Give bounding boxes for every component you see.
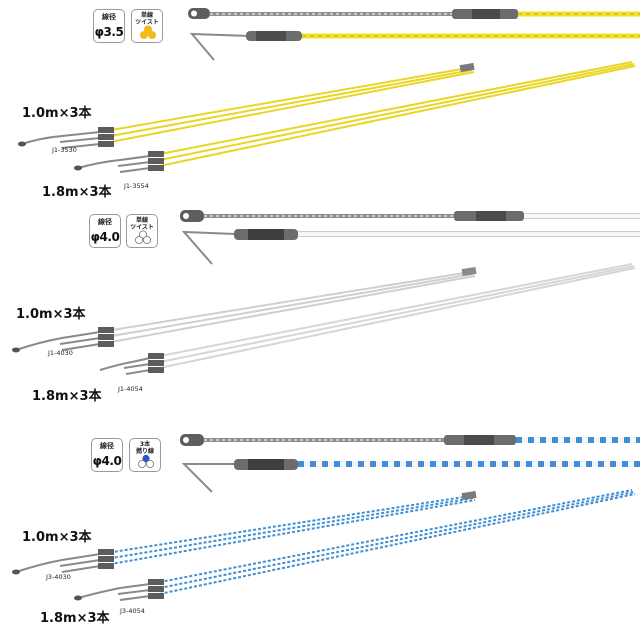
diameter-badge-label: 線径 [102,13,116,21]
three-circles-yellow-icon [140,25,156,39]
product-code-1m: J1-3530 [52,146,77,154]
wire-type-badge: 単線 ツイスト [131,9,163,43]
set-length-1-8m: 1.8m×3本 [40,611,110,626]
wire-type-label-1: 3本 [139,441,151,448]
hook-wire [181,230,237,265]
yellow-detail-illustration [188,8,640,61]
diameter-badge: 線径 φ3.5 [93,9,125,43]
three-circles-outline-icon [135,230,151,244]
rod-set-1-8m [99,263,636,375]
rod-set-1m [12,266,477,353]
white-detail-illustration [180,210,640,265]
diameter-badge-value: φ4.0 [92,454,122,468]
rod-set-1-8m [74,489,636,601]
rod-set-1m [18,62,475,149]
product-code-1-8m: J3-4054 [120,607,145,615]
set-length-1-8m: 1.8m×3本 [42,185,112,200]
diameter-badge: 線径 φ4.0 [91,438,123,472]
three-circles-blue-white-icon [138,454,154,468]
hook-wire [181,463,236,493]
product-code-1m: J1-4030 [48,349,73,357]
yellow-rod-set-illustration [18,61,636,173]
hook-wire [189,32,251,61]
wire-type-label-1: 単線 [135,217,148,224]
diameter-badge-value: φ3.5 [94,25,124,39]
diameter-badge: 線径 φ4.0 [89,214,121,248]
product-code-1-8m: J1-4054 [118,385,143,393]
product-code-1-8m: J1-3554 [124,182,149,190]
eyelet-head [180,210,204,222]
eyelet-head [180,434,204,446]
eyelet-head [188,8,210,19]
set-length-1m: 1.0m×3本 [22,530,92,545]
set-length-1m: 1.0m×3本 [22,106,92,121]
diameter-badge-label: 線径 [98,218,112,226]
wire-type-label-1: 単線 [140,12,153,19]
wire-type-badge: 3本 撚り線 [129,438,161,472]
wire-type-label-2: 撚り線 [135,448,154,455]
set-length-1m: 1.0m×3本 [16,307,86,322]
rod-set-1m [12,490,477,575]
diameter-badge-value: φ4.0 [90,230,120,244]
blue-detail-illustration [180,434,640,493]
diameter-badge-label: 線径 [100,442,114,450]
product-code-1m: J3-4030 [46,573,71,581]
set-length-1-8m: 1.8m×3本 [32,389,102,404]
blue-rod-set-illustration [12,489,636,601]
wire-type-badge: 単線 ツイスト [126,214,158,248]
wire-type-label-2: ツイスト [130,224,154,231]
white-rod-set-illustration [12,263,636,375]
wire-type-label-2: ツイスト [135,19,159,26]
rod-set-1-8m [74,61,636,173]
